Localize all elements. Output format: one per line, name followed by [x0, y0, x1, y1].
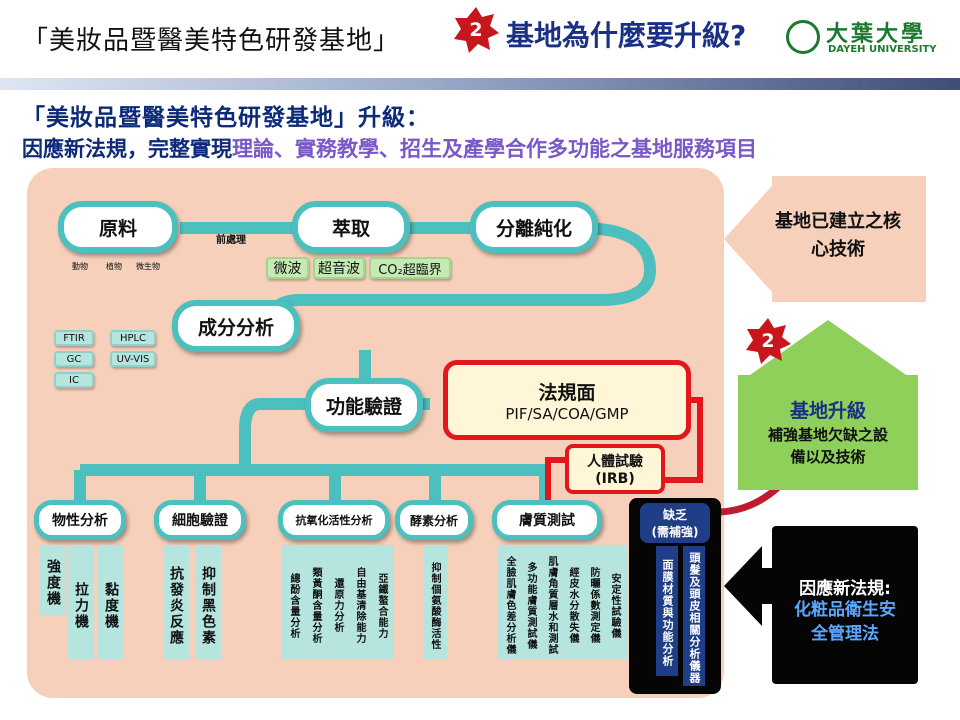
new-reg-box — [772, 526, 918, 684]
lacking-item-hair: 頭髮及頭皮相關分析儀器 — [683, 546, 705, 686]
node-extraction: 萃取 — [292, 201, 410, 253]
star-badge-icon — [454, 7, 499, 53]
regulation-title: 法規面 — [538, 381, 596, 404]
item-cell-2: 抑制黑色素 — [195, 545, 221, 660]
step-badge: 2 — [452, 6, 500, 54]
header-band — [0, 78, 960, 90]
cat-cell: 細胞驗證 — [154, 500, 246, 540]
pretreatment-label: 前處理 — [216, 235, 246, 246]
university-emblem-icon — [786, 20, 820, 54]
logo-name: 大葉大學 — [826, 22, 927, 47]
item-enzyme-1: 抑制個氨酸酶活性 — [423, 545, 447, 660]
source-plant: 植物 — [106, 262, 122, 271]
source-animal: 動物 — [72, 262, 88, 271]
heading-line2: 因應新法規，完整實現理論、實務教學、招生及產學合作多功能之基地服務項目 — [22, 137, 757, 161]
human-trial-label: 人體試驗 — [587, 454, 643, 470]
node-raw-material: 原料 — [58, 201, 178, 253]
established-arrow-icon — [724, 176, 926, 302]
node-composition: 成分分析 — [172, 300, 300, 352]
star-badge-icon — [746, 318, 791, 364]
item-antiox-4: 自由基清除能力 — [348, 545, 372, 660]
regulation-items: PIF/SA/COA/GMP — [505, 404, 629, 423]
item-antiox-1: 總酚含量分析 — [282, 545, 306, 660]
instrument-ic: IC — [54, 372, 94, 388]
source-microbe: 微生物 — [136, 262, 160, 271]
item-physical-1: 強度機 — [40, 545, 66, 615]
item-skin-4: 經皮水分散失儀 — [561, 545, 585, 660]
item-skin-1: 全臉肌膚色差分析儀 — [498, 545, 522, 660]
item-antiox-5: 亞鐵螯合能力 — [370, 545, 394, 660]
upgrade-title: 基地升級 — [789, 400, 866, 422]
method-co2: CO₂超臨界 — [369, 257, 451, 279]
cat-skin: 膚質測試 — [492, 500, 602, 540]
lacking-item-mask: 面膜材質與功能分析 — [656, 546, 678, 676]
cat-antioxidant: 抗氧化活性分析 — [278, 500, 390, 540]
instrument-ftir: FTIR — [54, 330, 94, 346]
lacking-header: 缺乏 (需補強) — [640, 503, 710, 543]
irb-label: (IRB) — [595, 471, 635, 487]
human-trial-box: 人體試驗 (IRB) — [565, 444, 665, 494]
instrument-uvvis: UV-VIS — [110, 351, 156, 367]
node-functional: 功能驗證 — [305, 378, 423, 432]
new-reg-law: 化粧品衛生安全管理法 — [794, 600, 896, 644]
item-skin-5: 防曬係數測定儀 — [582, 545, 606, 660]
cat-enzyme: 酵素分析 — [395, 500, 473, 540]
item-physical-3: 黏度機 — [98, 545, 124, 660]
question-title: 基地為什麼要升級? — [506, 19, 747, 52]
item-physical-2: 拉力機 — [68, 545, 94, 660]
node-separation: 分離純化 — [470, 201, 598, 253]
instrument-gc: GC — [54, 351, 94, 367]
instrument-hplc: HPLC — [110, 330, 156, 346]
upgrade-step-badge: 2 — [744, 317, 792, 365]
established-text: 基地已建立之核心技術 — [775, 211, 901, 260]
item-skin-6: 安定性試驗儀 — [603, 545, 627, 660]
item-antiox-3: 還原力分析 — [326, 545, 350, 660]
upgrade-desc: 補強基地欠缺之設備以及技術 — [767, 426, 888, 466]
item-antiox-2: 類黃酮含量分析 — [304, 545, 328, 660]
upgrade-arrow-icon — [738, 320, 918, 490]
regulation-box: 法規面 PIF/SA/COA/GMP — [443, 360, 691, 440]
item-skin-3: 肌膚角質層水和測試 — [540, 545, 564, 660]
logo-sub: DAYEH UNIVERSITY — [828, 44, 937, 55]
item-cell-1: 抗發炎反應 — [163, 545, 189, 660]
new-reg-arrow-icon — [724, 546, 774, 626]
heading-line1: 「美妝品暨醫美特色研發基地」升級： — [22, 105, 430, 131]
slide-title: 「美妝品暨醫美特色研發基地」 — [22, 26, 401, 56]
new-reg-label: 因應新法規: — [799, 579, 891, 599]
method-microwave: 微波 — [266, 257, 309, 279]
item-skin-2: 多功能膚質測試儀 — [519, 545, 543, 660]
method-ultrasound: 超音波 — [313, 257, 365, 279]
cat-physical: 物性分析 — [34, 500, 126, 540]
